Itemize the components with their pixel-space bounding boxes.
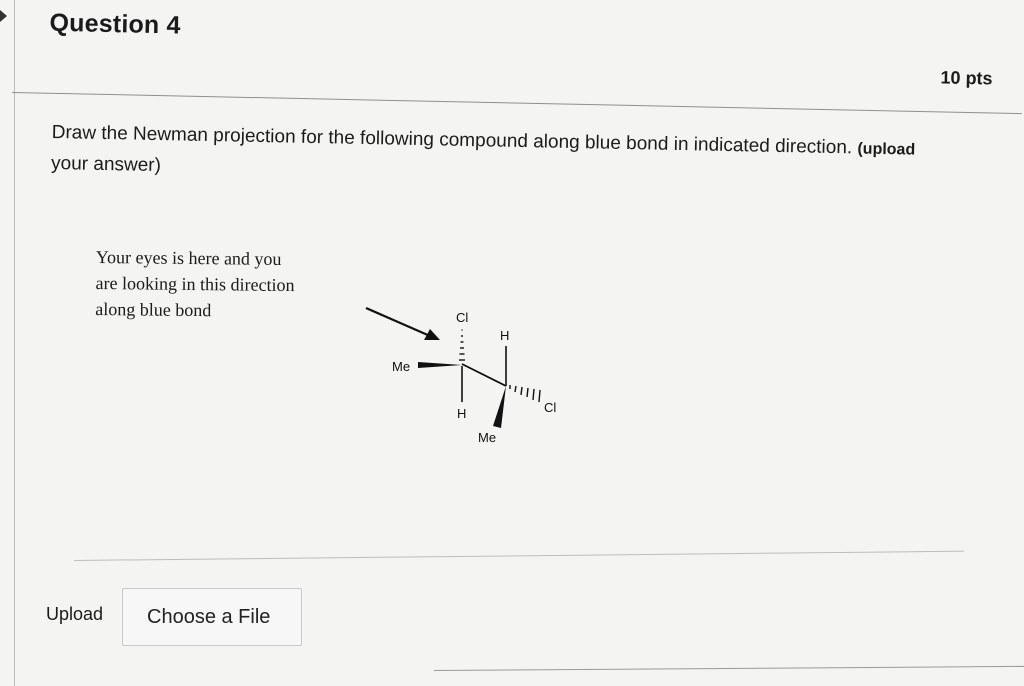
question-header: Question 4 10 pts <box>12 0 1024 115</box>
hashed-bond-right <box>509 385 541 403</box>
prompt-upload-note-continued: your answer) <box>50 152 162 177</box>
wedge-bond-right <box>493 386 506 428</box>
caption-line: along blue bond <box>95 298 212 321</box>
divider <box>74 550 964 561</box>
atom-label: Cl <box>544 400 556 415</box>
atom-label: Me <box>478 430 496 445</box>
figure-caption: Your eyes is here and you are looking in… <box>95 244 366 325</box>
prompt-text: Draw the Newman projection for the follo… <box>51 121 853 159</box>
question-title: Question 4 <box>49 8 181 40</box>
molecule-diagram: Cl Me H H Cl Me <box>365 306 556 445</box>
page-left-border <box>14 0 15 686</box>
wedge-bond-left <box>418 362 462 368</box>
atom-label: Cl <box>456 310 468 325</box>
viewing-arrow-head <box>424 329 440 340</box>
central-bond <box>461 363 507 387</box>
hashed-bond-left <box>459 329 465 361</box>
caption-line: are looking in this direction <box>95 272 295 296</box>
caption-line: Your eyes is here and you <box>95 246 282 269</box>
atom-label: H <box>457 406 466 421</box>
question-points: 10 pts <box>940 67 993 89</box>
collapse-caret-icon <box>0 10 7 22</box>
atom-label: H <box>500 328 509 343</box>
viewing-arrow <box>365 306 431 338</box>
divider <box>434 665 1024 671</box>
upload-row: Upload Choose a File <box>14 550 1024 686</box>
question-prompt: Draw the Newman projection for the follo… <box>51 118 1012 197</box>
atom-label: Me <box>392 359 410 374</box>
choose-file-button[interactable]: Choose a File <box>122 588 302 646</box>
prompt-upload-note: (upload <box>857 140 916 159</box>
upload-label: Upload <box>46 604 104 624</box>
